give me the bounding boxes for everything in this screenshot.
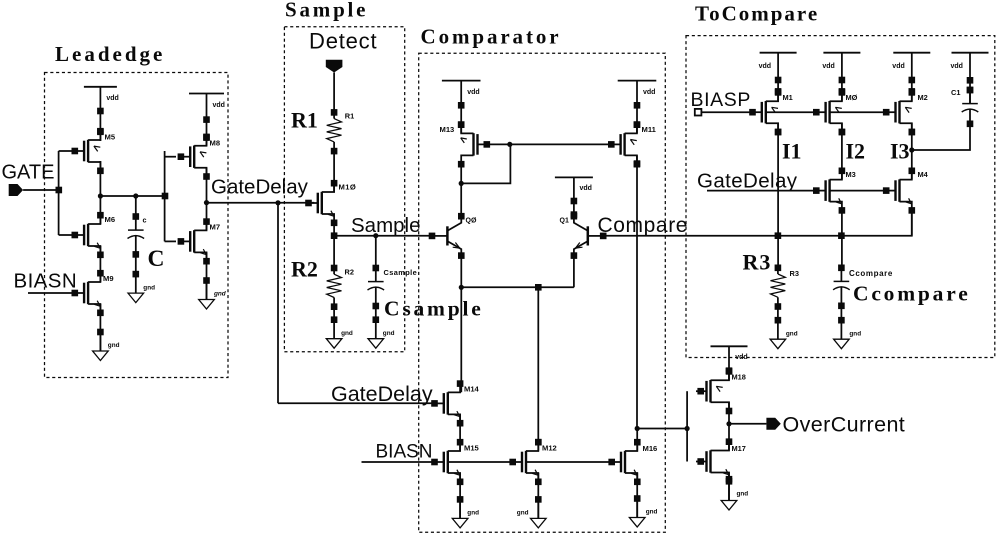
svg-text:gnd: gnd — [383, 330, 395, 337]
svg-text:GateDelay: GateDelay — [697, 170, 798, 193]
svg-text:Compare: Compare — [598, 214, 689, 237]
svg-text:vdd: vdd — [580, 185, 592, 192]
svg-text:gnd: gnd — [213, 291, 227, 298]
svg-text:M7: M7 — [210, 223, 221, 232]
svg-text:M8: M8 — [210, 139, 221, 148]
svg-text:vdd: vdd — [759, 63, 771, 70]
svg-text:M9: M9 — [103, 274, 114, 283]
svg-text:ToCompare: ToCompare — [695, 2, 819, 26]
svg-text:I2: I2 — [846, 139, 866, 164]
svg-text:C: C — [148, 246, 165, 272]
svg-text:Sample: Sample — [351, 214, 421, 237]
svg-text:BIASN: BIASN — [14, 270, 78, 293]
svg-text:M14: M14 — [464, 385, 480, 394]
svg-text:M5: M5 — [105, 133, 116, 142]
svg-text:vdd: vdd — [106, 95, 118, 102]
svg-text:M18: M18 — [732, 373, 746, 382]
svg-text:Sample: Sample — [285, 0, 368, 22]
svg-text:M15: M15 — [464, 444, 480, 453]
svg-text:R2: R2 — [345, 268, 354, 277]
svg-text:Detect: Detect — [309, 29, 377, 54]
svg-text:M17: M17 — [732, 444, 746, 453]
svg-text:gnd: gnd — [737, 491, 749, 498]
svg-text:vdd: vdd — [892, 63, 904, 70]
svg-text:R2: R2 — [291, 257, 318, 282]
svg-text:GATE: GATE — [2, 162, 55, 184]
svg-text:R3: R3 — [790, 269, 799, 278]
svg-text:R1: R1 — [345, 112, 354, 121]
svg-text:M3: M3 — [846, 170, 856, 179]
svg-text:vdd: vdd — [467, 89, 479, 96]
svg-text:gnd: gnd — [646, 509, 658, 516]
svg-text:vdd: vdd — [822, 63, 834, 70]
svg-text:GateDelay: GateDelay — [331, 382, 433, 406]
svg-text:vdd: vdd — [951, 63, 963, 70]
svg-text:M12: M12 — [542, 444, 557, 453]
svg-text:QØ: QØ — [466, 218, 477, 225]
svg-text:Csample: Csample — [384, 297, 484, 321]
svg-text:M1: M1 — [783, 93, 793, 102]
svg-text:GateDelay: GateDelay — [211, 176, 309, 199]
svg-text:Ccompare: Ccompare — [853, 282, 971, 306]
svg-text:M2: M2 — [918, 93, 928, 102]
svg-text:Ccompare: Ccompare — [849, 269, 893, 278]
svg-text:R1: R1 — [291, 108, 318, 133]
svg-text:BIASP: BIASP — [691, 89, 751, 111]
svg-text:Csample: Csample — [384, 268, 418, 277]
svg-text:M1Ø: M1Ø — [339, 183, 357, 192]
svg-text:R3: R3 — [743, 250, 772, 275]
svg-text:gnd: gnd — [341, 330, 353, 337]
svg-text:M6: M6 — [105, 215, 116, 224]
svg-text:gnd: gnd — [143, 284, 155, 291]
svg-text:M4: M4 — [918, 170, 929, 179]
svg-text:C1: C1 — [951, 88, 960, 97]
svg-text:Q1: Q1 — [560, 218, 569, 225]
svg-text:M13: M13 — [440, 125, 455, 134]
svg-text:M16: M16 — [643, 444, 658, 453]
svg-text:BIASN: BIASN — [376, 442, 433, 463]
svg-text:MØ: MØ — [846, 93, 858, 102]
svg-text:vdd: vdd — [735, 354, 747, 361]
svg-text:I3: I3 — [890, 139, 910, 164]
svg-text:gnd: gnd — [108, 342, 120, 349]
svg-text:gnd: gnd — [467, 510, 479, 517]
svg-text:vdd: vdd — [213, 102, 225, 109]
svg-text:OverCurrent: OverCurrent — [783, 413, 906, 437]
svg-text:gnd: gnd — [849, 330, 861, 337]
svg-text:Comparator: Comparator — [421, 25, 562, 49]
svg-text:gnd: gnd — [786, 330, 798, 337]
svg-text:gnd: gnd — [517, 510, 529, 517]
svg-text:I1: I1 — [782, 139, 802, 164]
svg-text:c: c — [143, 216, 147, 225]
svg-text:M11: M11 — [642, 125, 657, 134]
svg-text:Leadedge: Leadedge — [55, 42, 165, 66]
svg-text:vdd: vdd — [643, 89, 655, 96]
